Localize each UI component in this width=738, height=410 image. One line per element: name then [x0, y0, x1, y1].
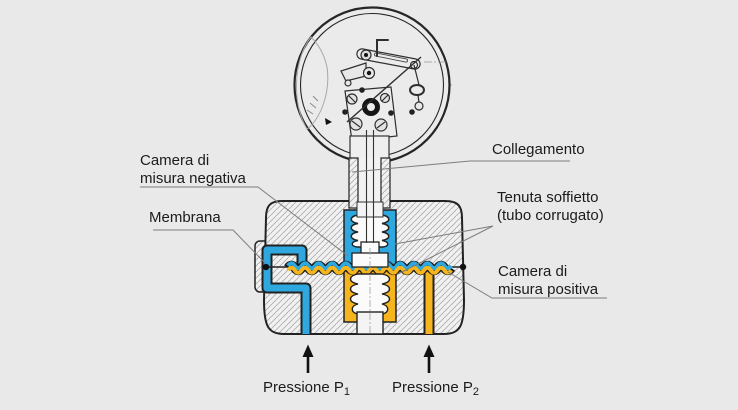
leader-lines [140, 160, 607, 299]
scale-tick-marks [306, 95, 319, 115]
stem-wall-left [348, 157, 359, 209]
pressure-p2-sub: 2 [473, 386, 479, 398]
adjustment-oval [409, 84, 425, 96]
leader-membrane [153, 229, 267, 265]
label-pressure-p2: Pressione P2 [392, 379, 479, 398]
membrane-pivot-dot [459, 263, 467, 271]
label-connection: Collegamento [492, 141, 585, 158]
p1-arrow-icon [302, 344, 314, 373]
link-end [414, 101, 424, 111]
lever-pivot-pin [364, 53, 368, 57]
stem-cap-entry [356, 201, 384, 218]
gauge-mechanism [295, 36, 447, 142]
label-positive-chamber-line2: misura positiva [498, 281, 599, 298]
upper-bellows [350, 214, 390, 248]
pressure-p1-text: Pressione P [263, 379, 344, 396]
screw-slot [351, 120, 361, 128]
label-membrane: Membrana [149, 209, 221, 226]
screw-slot [376, 121, 386, 129]
lever-slot-inner [374, 53, 408, 62]
gauge-dial [293, 6, 452, 164]
arrow-head [302, 344, 314, 357]
membrane-pivot-dot [262, 263, 270, 271]
leader-connection [351, 160, 570, 173]
transmission-rod [346, 56, 422, 123]
pivot-pin [366, 70, 372, 76]
label-positive-chamber-line1: Camera di [498, 263, 567, 280]
leader-bellows-lower [397, 225, 494, 275]
arrow-head [423, 344, 435, 357]
hook-wire [376, 39, 389, 57]
leader-positive-chamber [447, 271, 607, 299]
screw-slot [348, 95, 356, 103]
label-bellows-seal-line2: (tubo corrugato) [497, 207, 604, 224]
label-pressure-p1: Pressione P1 [263, 379, 350, 398]
pin [344, 79, 352, 87]
label-negative-chamber-line1: Camera di [140, 152, 209, 169]
leader-bellows-upper [394, 225, 494, 245]
label-bellows-seal-line1: Tenuta soffietto [497, 189, 598, 206]
stem-wall-right [380, 157, 391, 209]
dial-sector-outline [295, 36, 329, 130]
pin [342, 109, 348, 115]
p2-arrow-icon [423, 344, 435, 373]
link-rod [413, 64, 420, 86]
connection-stem [348, 157, 391, 212]
pin [388, 110, 394, 116]
stem-channel [358, 158, 381, 212]
label-negative-chamber-line2: misura negativa [140, 170, 247, 187]
pointer-arrow-icon [325, 118, 332, 125]
pin [359, 87, 365, 93]
pressure-p2-text: Pressione P [392, 379, 473, 396]
pin [409, 109, 415, 115]
leader-negative-chamber [140, 186, 349, 257]
screw-slot [381, 94, 389, 102]
pressure-p1-sub: 1 [344, 386, 350, 398]
